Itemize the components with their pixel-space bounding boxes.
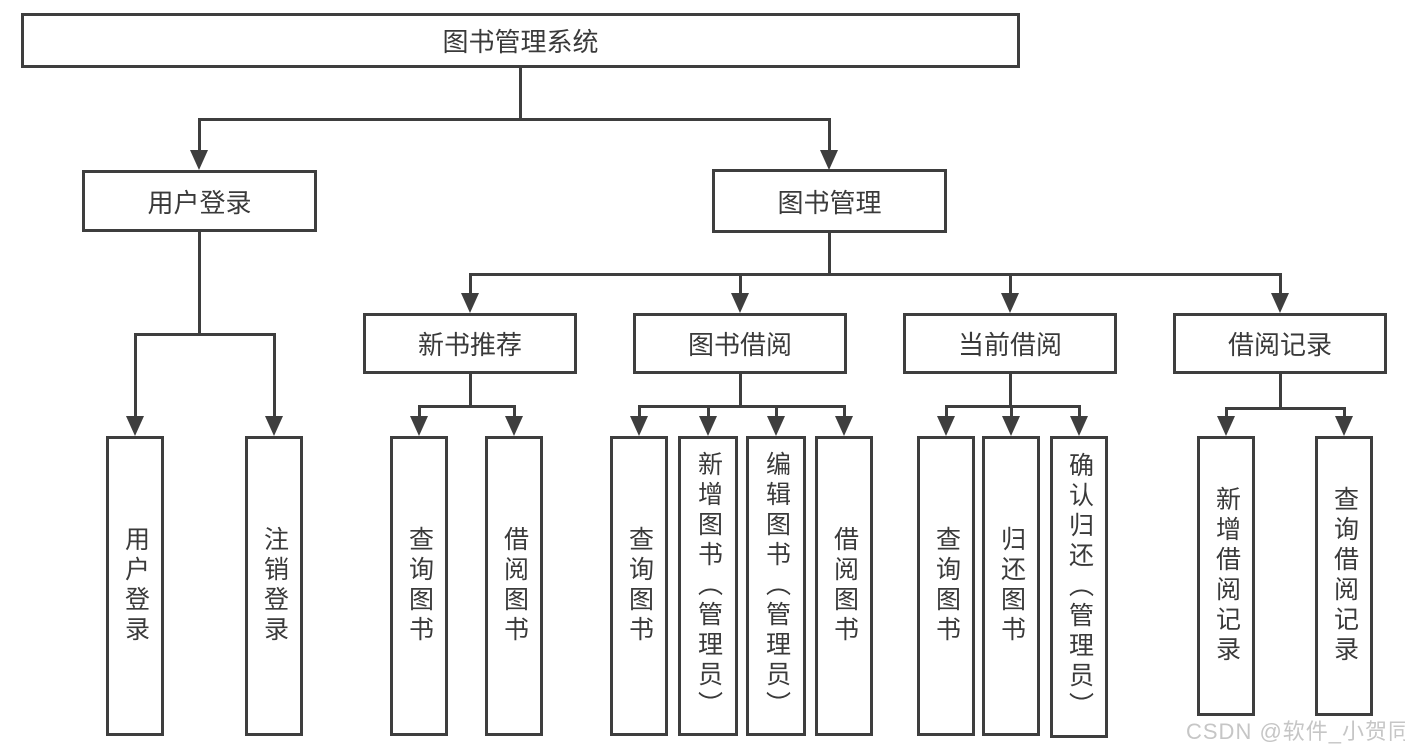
connector-arrow-line: [775, 408, 778, 420]
node-label: 用户登录: [121, 526, 150, 646]
node-leaf-edit-books-admin: 编辑图书（管理员）: [746, 436, 806, 736]
node-label: 新书推荐: [417, 330, 522, 360]
connector-arrow-line: [1010, 408, 1013, 420]
node-label: 编辑图书（管理员）: [762, 451, 791, 721]
connector-arrow-line: [638, 408, 641, 420]
connector-arrowhead: [937, 416, 955, 436]
node-leaf-user-login: 用户登录: [106, 436, 164, 736]
watermark: CSDN @软件_小贺同学: [1186, 719, 1405, 744]
node-label: 图书管理: [777, 187, 882, 218]
connector-arrowhead: [1217, 416, 1235, 436]
node-label: 确认归还（管理员）: [1065, 452, 1094, 722]
node-leaf-query-books-1: 查询图书: [390, 436, 448, 736]
node-book-management: 图书管理: [712, 169, 947, 233]
node-label: 借阅图书: [830, 526, 859, 646]
connector-arrow-line: [843, 408, 846, 420]
node-book-borrowing: 图书借阅: [633, 313, 847, 374]
connector-arrow-line: [707, 408, 710, 420]
node-label: 注销登录: [260, 526, 289, 646]
connector-arrow-line: [945, 408, 948, 420]
connector-arrowhead: [126, 416, 144, 436]
connector-arrow-line: [1225, 410, 1228, 420]
connector-arrowhead: [820, 150, 838, 170]
node-label: 查询图书: [932, 526, 961, 646]
connector-arrowhead: [1001, 293, 1019, 313]
node-leaf-add-borrow-record: 新增借阅记录: [1197, 436, 1255, 716]
connector-line: [519, 66, 522, 118]
connector-arrowhead: [461, 293, 479, 313]
node-user-login: 用户登录: [82, 170, 317, 232]
connector-arrowhead: [1002, 416, 1020, 436]
node-label: 新增借阅记录: [1212, 486, 1241, 666]
connector-arrowhead: [835, 416, 853, 436]
connector-arrowhead: [505, 416, 523, 436]
connector-arrowhead: [1271, 293, 1289, 313]
connector-line: [945, 405, 1081, 408]
connector-arrowhead: [731, 293, 749, 313]
node-leaf-borrow-books-2: 借阅图书: [815, 436, 873, 736]
node-label: 查询图书: [625, 526, 654, 646]
connector-line: [828, 231, 831, 275]
connector-arrow-line: [134, 336, 137, 420]
connector-line: [198, 230, 201, 335]
connector-arrowhead: [190, 150, 208, 170]
connector-line: [469, 273, 1282, 276]
node-label: 用户登录: [147, 187, 252, 218]
connector-arrow-line: [739, 276, 742, 297]
node-label: 图书管理系统: [442, 27, 599, 57]
node-leaf-return-books: 归还图书: [982, 436, 1040, 736]
node-current-borrowing: 当前借阅: [903, 313, 1117, 374]
connector-line: [418, 405, 516, 408]
node-label: 查询图书: [405, 526, 434, 646]
connector-arrowhead: [410, 416, 428, 436]
node-label: 图书借阅: [687, 330, 792, 360]
connector-arrow-line: [469, 276, 472, 297]
node-label: 借阅图书: [500, 526, 529, 646]
node-leaf-query-books-2: 查询图书: [610, 436, 668, 736]
node-leaf-confirm-return-admin: 确认归还（管理员）: [1050, 436, 1108, 738]
connector-arrow-line: [1078, 408, 1081, 420]
connector-arrow-line: [418, 408, 421, 420]
connector-arrow-line: [1009, 276, 1012, 297]
node-leaf-query-books-3: 查询图书: [917, 436, 975, 736]
node-leaf-add-books-admin: 新增图书（管理员）: [678, 436, 738, 736]
connector-line: [1009, 372, 1012, 407]
connector-arrowhead: [630, 416, 648, 436]
connector-line: [1279, 372, 1282, 410]
connector-arrow-line: [198, 121, 201, 154]
connector-arrowhead: [699, 416, 717, 436]
node-label: 查询借阅记录: [1330, 486, 1359, 666]
connector-line: [638, 405, 846, 408]
connector-arrowhead: [1070, 416, 1088, 436]
node-borrowing-records: 借阅记录: [1173, 313, 1387, 374]
connector-arrow-line: [1279, 276, 1282, 297]
connector-arrow-line: [1343, 410, 1346, 420]
connector-arrow-line: [273, 336, 276, 420]
connector-line: [134, 333, 276, 336]
node-label: 当前借阅: [957, 330, 1062, 360]
connector-line: [469, 372, 472, 407]
node-root: 图书管理系统: [21, 13, 1020, 68]
node-label: 借阅记录: [1227, 330, 1332, 360]
connector-arrowhead: [767, 416, 785, 436]
connector-arrow-line: [513, 408, 516, 420]
node-leaf-borrow-books-1: 借阅图书: [485, 436, 543, 736]
connector-arrow-line: [828, 121, 831, 154]
connector-arrowhead: [265, 416, 283, 436]
connector-line: [1225, 407, 1346, 410]
node-label: 归还图书: [997, 526, 1026, 646]
node-leaf-logout: 注销登录: [245, 436, 303, 736]
node-leaf-query-borrow-record: 查询借阅记录: [1315, 436, 1373, 716]
connector-line: [739, 372, 742, 407]
connector-line: [198, 118, 831, 121]
node-label: 新增图书（管理员）: [694, 451, 723, 721]
node-new-book-recommendation: 新书推荐: [363, 313, 577, 374]
connector-arrowhead: [1335, 416, 1353, 436]
